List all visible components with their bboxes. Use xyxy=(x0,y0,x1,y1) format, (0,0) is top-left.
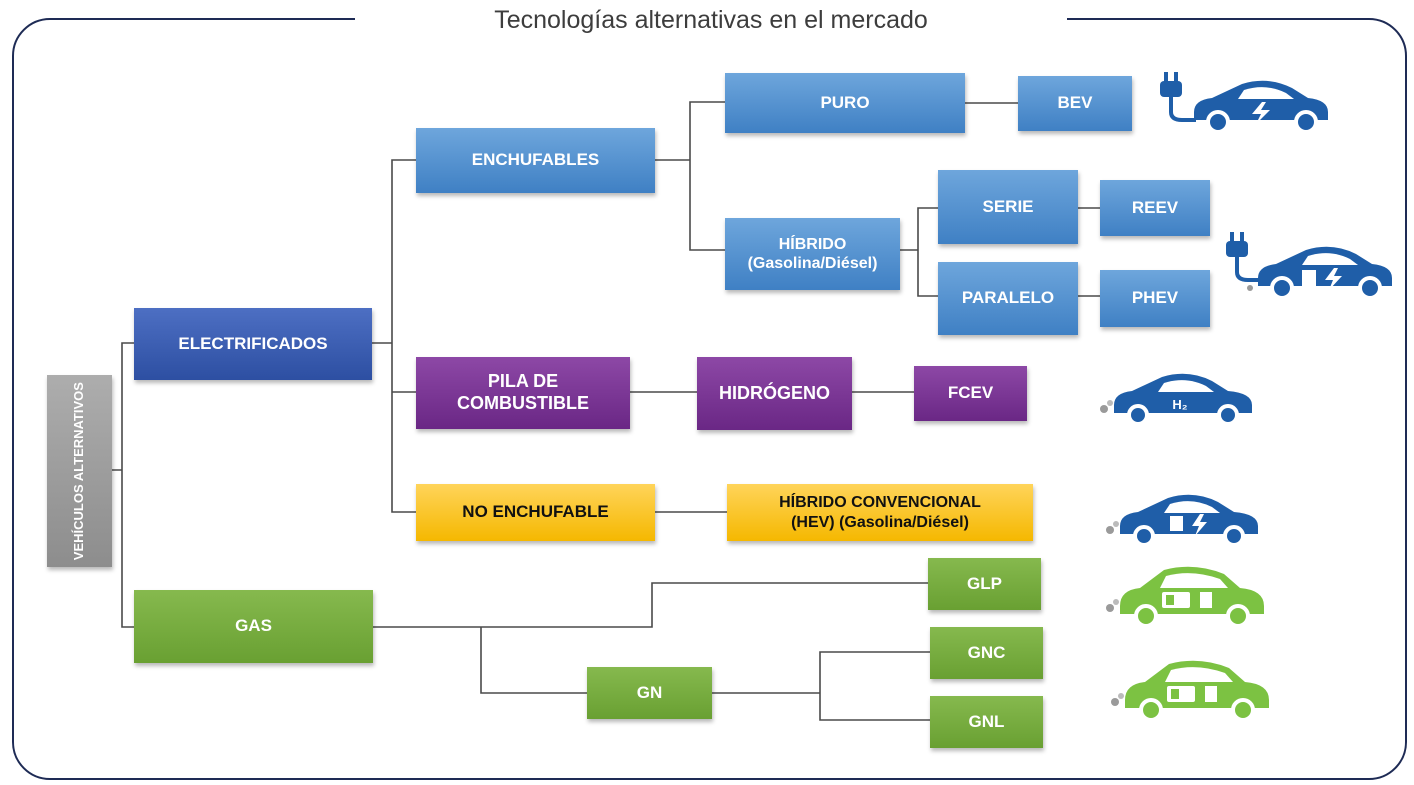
node-hibrido: HÍBRIDO (Gasolina/Diésel) xyxy=(725,218,900,290)
h2-label: H₂ xyxy=(1172,397,1187,412)
node-gn: GN xyxy=(587,667,712,719)
node-bev: BEV xyxy=(1018,76,1132,131)
node-paralelo: PARALELO xyxy=(938,262,1078,335)
node-fcev: FCEV xyxy=(914,366,1027,421)
connector-root xyxy=(112,342,134,628)
connector-hibrido xyxy=(900,207,938,297)
node-gnc: GNC xyxy=(930,627,1043,679)
node-gas: GAS xyxy=(134,590,373,663)
node-pila-de-combustible: PILA DE COMBUSTIBLE xyxy=(416,357,630,429)
node-enchufables: ENCHUFABLES xyxy=(416,128,655,193)
diagram-title: Tecnologías alternativas en el mercado xyxy=(494,6,928,34)
plug-in-hybrid-car-icon xyxy=(1226,232,1392,300)
node-glp: GLP xyxy=(928,558,1041,610)
node-hidrogeno: HIDRÓGENO xyxy=(697,357,852,430)
node-puro: PURO xyxy=(725,73,965,133)
node-vehiculos-alternativos: VEHÍCULOS ALTERNATIVOS xyxy=(47,375,112,567)
node-vehiculos-label: VEHÍCULOS ALTERNATIVOS xyxy=(71,381,87,561)
connector-enchufables xyxy=(655,101,725,251)
electric-plug-car-icon xyxy=(1160,72,1328,134)
node-serie: SERIE xyxy=(938,170,1078,244)
node-no-enchufable: NO ENCHUFABLE xyxy=(416,484,655,541)
title-background xyxy=(355,4,1067,36)
hybrid-car-icon xyxy=(1106,494,1258,547)
hydrogen-car-icon: H₂ xyxy=(1100,373,1252,426)
connector-electrificados xyxy=(372,159,416,513)
natural-gas-car-icon xyxy=(1111,660,1269,722)
connector-gas xyxy=(373,582,928,694)
node-phev: PHEV xyxy=(1100,270,1210,327)
lpg-car-icon xyxy=(1106,566,1264,628)
connector-gn xyxy=(712,651,930,721)
node-hev: HÍBRIDO CONVENCIONAL (HEV) (Gasolina/Dié… xyxy=(727,484,1033,541)
node-reev: REEV xyxy=(1100,180,1210,236)
node-electrificados: ELECTRIFICADOS xyxy=(134,308,372,380)
node-gnl: GNL xyxy=(930,696,1043,748)
